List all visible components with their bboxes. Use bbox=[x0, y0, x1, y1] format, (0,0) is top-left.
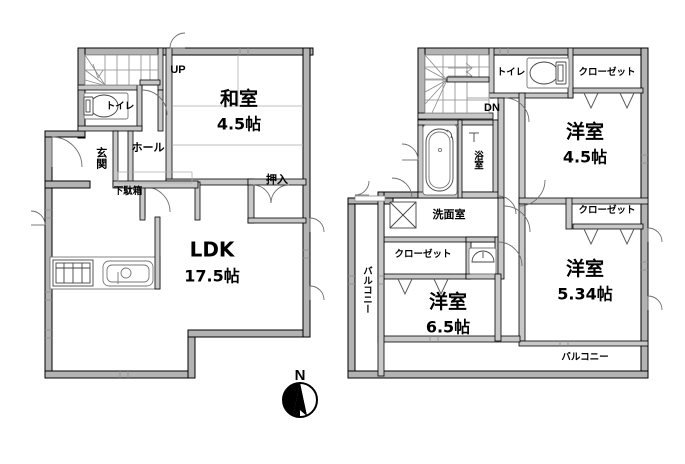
kitchen-counter bbox=[49, 256, 161, 290]
tatami-lines bbox=[172, 55, 303, 146]
stair-label-dn: DN bbox=[484, 102, 500, 115]
room-size-yoshitsu-45: 4.5帖 bbox=[562, 147, 608, 167]
label-closet-low: クローゼット bbox=[394, 249, 452, 261]
label-balcony-left: バルコニー bbox=[360, 266, 372, 314]
label-balcony-right: バルコニー bbox=[561, 352, 609, 364]
label-shoe-cabinet: 下駄箱 bbox=[113, 186, 143, 198]
room-label-senmenshitsu: 洗面室 bbox=[432, 208, 466, 222]
room-size-yoshitsu-534: 5.34帖 bbox=[557, 284, 613, 304]
room-label-toilet-2f: トイレ bbox=[496, 67, 526, 79]
washitsu-fusuma bbox=[252, 184, 290, 204]
balcony-left-door bbox=[354, 180, 370, 196]
washing-machine-icon bbox=[389, 201, 417, 229]
closet-markers bbox=[397, 92, 635, 296]
toilet-door-arc-1f bbox=[141, 89, 168, 116]
floor-2-drawing bbox=[347, 47, 663, 379]
label-oshiire: 押入 bbox=[266, 173, 288, 187]
room-label-toilet-1f: トイレ bbox=[105, 101, 135, 113]
room-size-yoshitsu-65: 6.5帖 bbox=[425, 317, 471, 337]
compass-rose bbox=[282, 382, 318, 418]
floor-1-drawing bbox=[30, 32, 325, 379]
room-label-yoshitsu-45: 洋室 bbox=[565, 121, 605, 144]
room-label-yoshitsu-534: 洋室 bbox=[565, 258, 605, 281]
toilet-fixture-1f bbox=[83, 92, 129, 120]
senmen-sliding-door bbox=[354, 195, 386, 202]
room-label-ldk: LDK bbox=[189, 237, 235, 262]
windows-1f bbox=[45, 48, 310, 378]
toilet-fixture-2f bbox=[526, 57, 570, 89]
shoe-cabinet-block bbox=[112, 180, 199, 189]
room-label-yokushitsu: 浴室 bbox=[471, 150, 483, 170]
room-label-yoshitsu-65: 洋室 bbox=[428, 291, 468, 314]
vanity-sink-icon bbox=[468, 247, 497, 275]
label-closet-mid: クローゼット bbox=[578, 205, 636, 217]
entrance-door-arc bbox=[51, 136, 83, 168]
bathtub-fixture bbox=[422, 124, 458, 196]
room-label-washitsu: 和室 bbox=[219, 88, 259, 111]
shower-icon bbox=[469, 132, 479, 142]
label-closet-top: クローゼット bbox=[578, 67, 636, 79]
bedroom534-window-arcs bbox=[647, 227, 663, 311]
top-door-arc-1f bbox=[169, 32, 186, 49]
stairs-down bbox=[424, 54, 490, 114]
room-size-ldk: 17.5帖 bbox=[184, 266, 240, 286]
room-label-genkan: 玄関 bbox=[94, 147, 108, 169]
compass-label-north: N bbox=[294, 367, 306, 385]
stair-label-up: UP bbox=[170, 64, 186, 77]
room-size-washitsu: 4.5帖 bbox=[216, 114, 262, 134]
room-label-hall: ホール bbox=[131, 141, 165, 155]
door-arcs-2f bbox=[391, 97, 546, 267]
ldk-window-arcs bbox=[309, 217, 325, 301]
windows-2f bbox=[348, 48, 648, 346]
ldk-window-arc-left bbox=[30, 210, 46, 226]
